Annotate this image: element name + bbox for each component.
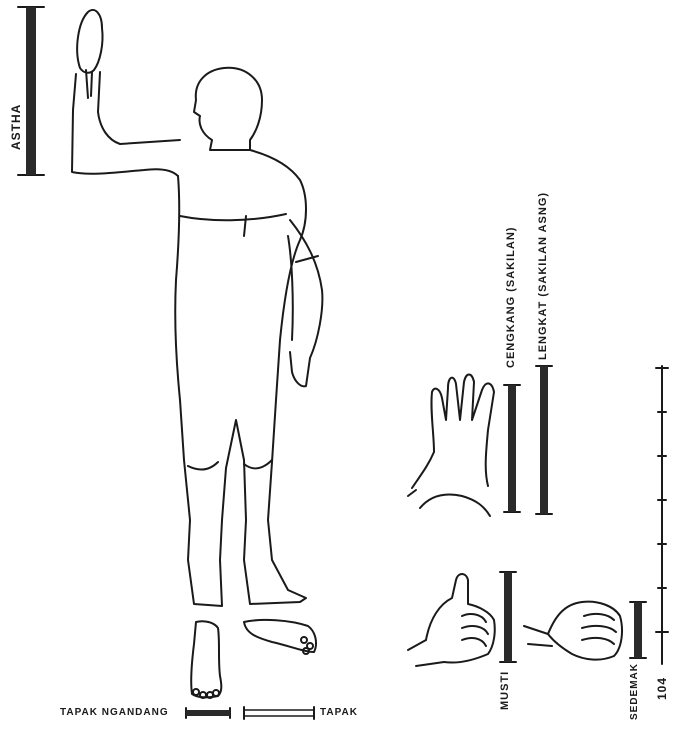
- sedemak-fist: [524, 602, 622, 660]
- legs: [184, 420, 306, 606]
- musti-bar: [500, 572, 516, 662]
- lowered-arm: [288, 220, 322, 386]
- tapak-bar: [244, 707, 314, 719]
- head: [194, 68, 262, 150]
- lengkat-bar: [536, 366, 552, 514]
- sedemak-bar: [630, 602, 646, 658]
- foot-side-view: [244, 620, 316, 654]
- torso: [175, 150, 306, 462]
- cengkang-bar: [504, 385, 520, 512]
- raised-hand: [77, 10, 102, 73]
- foot-bottom-view: [191, 621, 221, 698]
- label-cengkang: CENGKANG (SAKILAN): [506, 227, 517, 368]
- label-astha: ASTHA: [10, 104, 22, 150]
- musti-fist: [408, 574, 495, 666]
- open-hand: [408, 375, 494, 517]
- label-lengkat: LENGKAT (SAKILAN ASNG): [538, 192, 549, 360]
- label-musti: MUSTI: [500, 671, 511, 710]
- label-tapak: TAPAK: [320, 708, 358, 718]
- human-figure: [72, 10, 322, 606]
- tapak-ngandang-bar: [186, 708, 230, 718]
- label-scale-number: 104: [656, 677, 668, 700]
- label-sedemak: SEDEMAK: [630, 663, 640, 720]
- ruler-scale: [656, 366, 668, 664]
- label-tapak-ngandang: TAPAK NGANDANG: [60, 708, 169, 718]
